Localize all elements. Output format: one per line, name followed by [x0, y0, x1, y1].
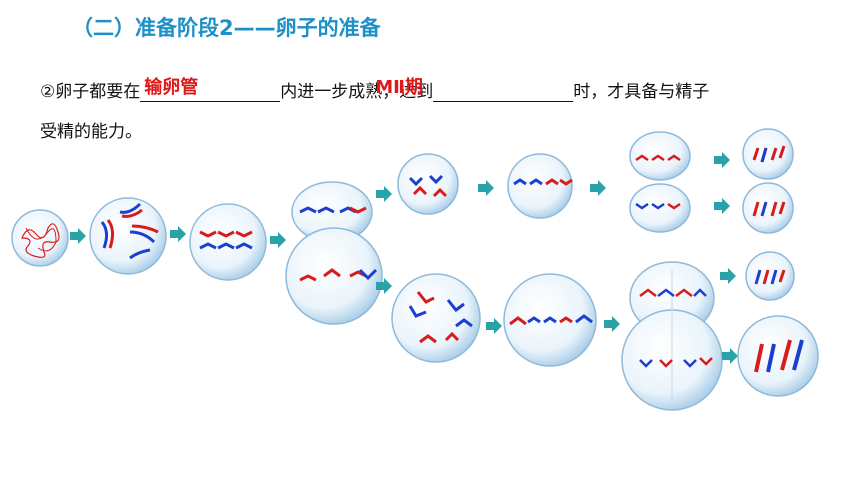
page-title: （二）准备阶段2——卵子的准备: [72, 16, 381, 40]
right-arrow: [714, 152, 730, 168]
right-arrow: [722, 348, 738, 364]
question-text-4: 受精的能力。: [40, 122, 142, 142]
cell-secondary-oocyte: [391, 273, 481, 363]
blank-2: MⅡ期: [375, 77, 574, 102]
right-arrow: [478, 180, 494, 196]
mature-egg: [737, 315, 819, 397]
meiosis-diagram: [11, 128, 819, 411]
question-line-2: 受精的能力。: [40, 117, 142, 142]
polar-body-b: [742, 182, 794, 234]
cell-metaphase-1: [189, 203, 267, 281]
cell-first-polar-body-metaphase: [507, 153, 573, 219]
cell-first-polar-body: [397, 153, 459, 215]
right-arrow: [70, 228, 86, 244]
right-arrow: [590, 180, 606, 196]
question-marker: ②: [40, 82, 56, 102]
cell-first-polar-body-dividing: [629, 131, 691, 233]
cell-interphase: [11, 209, 69, 267]
right-arrow: [270, 232, 286, 248]
answer-2: MⅡ期: [375, 77, 424, 98]
right-arrow: [376, 278, 392, 294]
answer-1: 输卵管: [144, 77, 199, 98]
right-arrow: [486, 318, 502, 334]
right-arrow: [170, 226, 186, 242]
right-arrow: [376, 186, 392, 202]
second-polar-body: [745, 251, 795, 301]
cell-anaphase-1: [285, 181, 383, 325]
cell-metaphase-2: [503, 273, 597, 367]
cell-prophase: [89, 197, 167, 275]
right-arrow: [720, 268, 736, 284]
cell-anaphase-2: [621, 261, 723, 411]
right-arrow: [604, 316, 620, 332]
question-text-2: 内进一步成熟，达到: [280, 82, 434, 102]
question-text-3: 时，才具备与精子: [573, 82, 710, 102]
right-arrow: [714, 198, 730, 214]
polar-body-a: [742, 128, 794, 180]
blank-1: 输卵管: [140, 77, 281, 102]
question-text-1: 卵子都要在: [55, 82, 141, 102]
